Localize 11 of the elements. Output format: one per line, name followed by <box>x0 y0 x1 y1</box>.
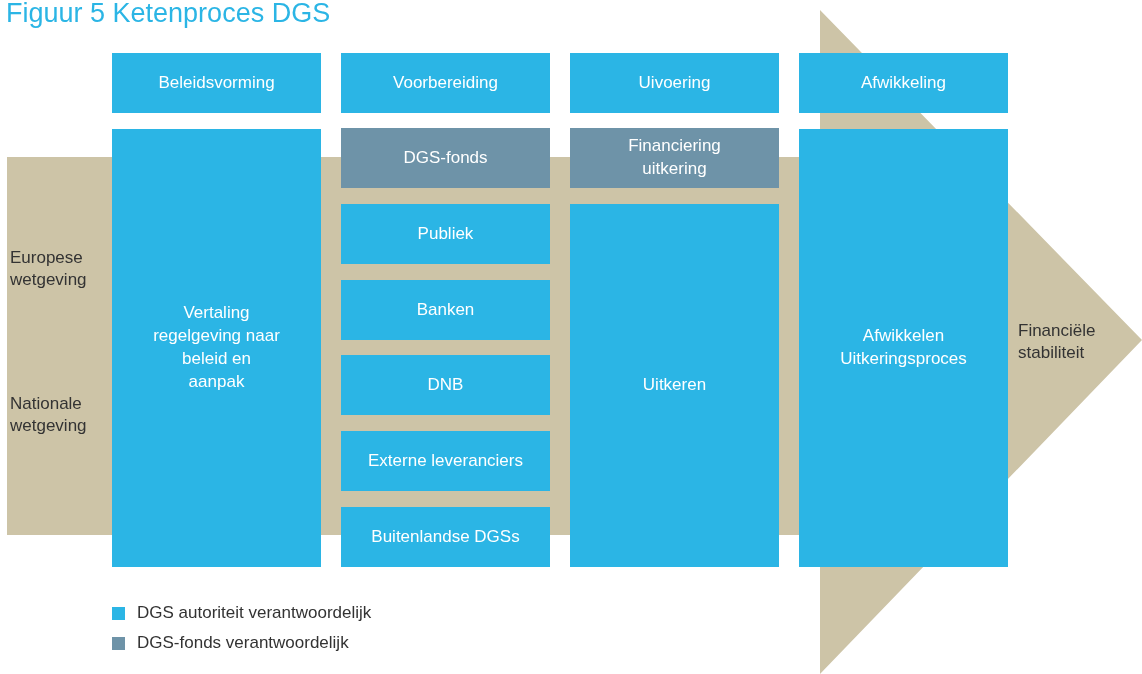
phase-header: Uivoering <box>570 53 779 113</box>
legend-label: DGS autoriteit verantwoordelijk <box>137 603 372 623</box>
arrow-label: Financiële stabiliteit <box>1018 320 1097 365</box>
phase-header: Beleidsvorming <box>112 53 321 113</box>
arrow-label: Europese wetgeving <box>10 247 88 292</box>
diagram-title: Figuur 5 Ketenproces DGS <box>6 0 331 29</box>
arrow-label: Nationale wetgeving <box>10 393 88 438</box>
process-box: Buitenlandse DGSs <box>341 507 550 567</box>
phase-header: Voorbereiding <box>341 53 550 113</box>
phase-header: Afwikkeling <box>799 53 1008 113</box>
legend-label: DGS-fonds verantwoordelijk <box>137 633 349 653</box>
